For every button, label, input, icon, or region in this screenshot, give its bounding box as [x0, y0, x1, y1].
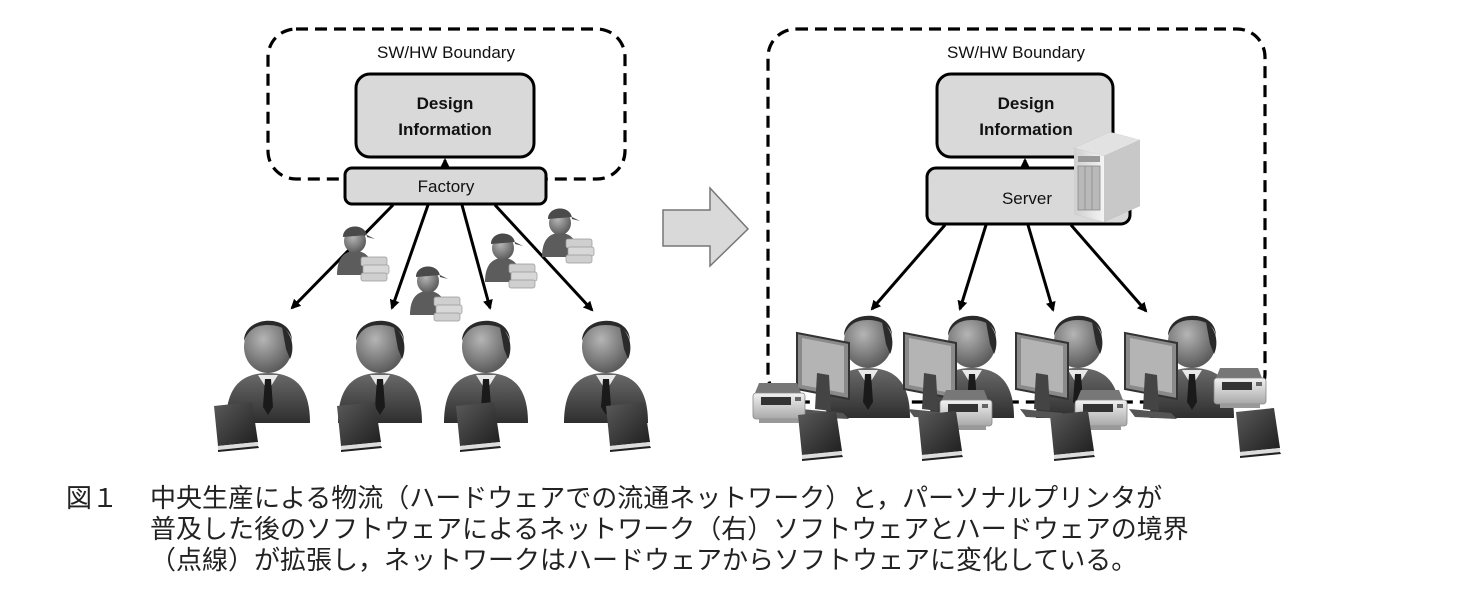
binder-icon	[798, 411, 843, 461]
binder-icon	[456, 402, 501, 452]
right-sw-hw-boundary	[766, 27, 1267, 404]
left-arrow-4	[493, 203, 594, 312]
server-tower-icon	[1074, 132, 1140, 222]
binder-icon	[918, 411, 963, 461]
server-label: Server	[1002, 189, 1052, 208]
right-arrow-2	[957, 224, 988, 311]
binder-icon	[1050, 411, 1095, 461]
caption-line-1: 中央生産による物流（ハードウェアでの流通ネットワーク）と，パーソナルプリンタが	[150, 484, 1163, 514]
right-panel: SW/HW Boundary Design Information Server	[752, 27, 1281, 461]
binder-icon	[337, 402, 382, 452]
printer-icon	[752, 382, 806, 424]
figure-caption: 図１ 中央生産による物流（ハードウェアでの流通ネットワーク）と，パーソナルプリン…	[66, 484, 1446, 577]
diagram-canvas: SW/HW Boundary Design Information Factor…	[214, 27, 1281, 461]
left-arrow-3	[460, 204, 493, 310]
transition-arrow	[662, 186, 750, 268]
right-arrow-1	[870, 224, 947, 311]
binder-icon	[606, 402, 651, 452]
caption-line-2: 普及した後のソフトウェアによるネットワーク（右）ソフトウェアとハードウェアの境界	[150, 515, 1189, 545]
binder-icon	[1236, 408, 1281, 458]
right-arrow-3	[1026, 224, 1056, 312]
factory-box[interactable]	[343, 166, 548, 206]
binder-icon	[214, 402, 259, 452]
delivery-worker-icon	[541, 208, 595, 264]
left-boundary-label: SW/HW Boundary	[377, 43, 515, 62]
right-design-line2: Information	[979, 120, 1073, 139]
printer-icon	[1213, 367, 1267, 409]
right-arrow-4	[1069, 224, 1148, 313]
left-design-information-box[interactable]	[354, 72, 536, 159]
left-design-line2: Information	[398, 120, 492, 139]
delivery-worker-icon	[409, 266, 463, 322]
left-design-line1: Design	[417, 94, 474, 113]
right-design-line1: Design	[998, 94, 1055, 113]
caption-line-3: （点線）が拡張し，ネットワークはハードウェアからソフトウェアに変化している。	[150, 546, 1138, 576]
right-boundary-label: SW/HW Boundary	[947, 43, 1085, 62]
figure-number: 図１	[66, 484, 119, 514]
left-arrow-2	[389, 204, 430, 310]
factory-label: Factory	[418, 177, 475, 196]
left-panel: SW/HW Boundary Design Information Factor…	[214, 27, 651, 452]
right-design-information-box[interactable]	[935, 72, 1115, 159]
